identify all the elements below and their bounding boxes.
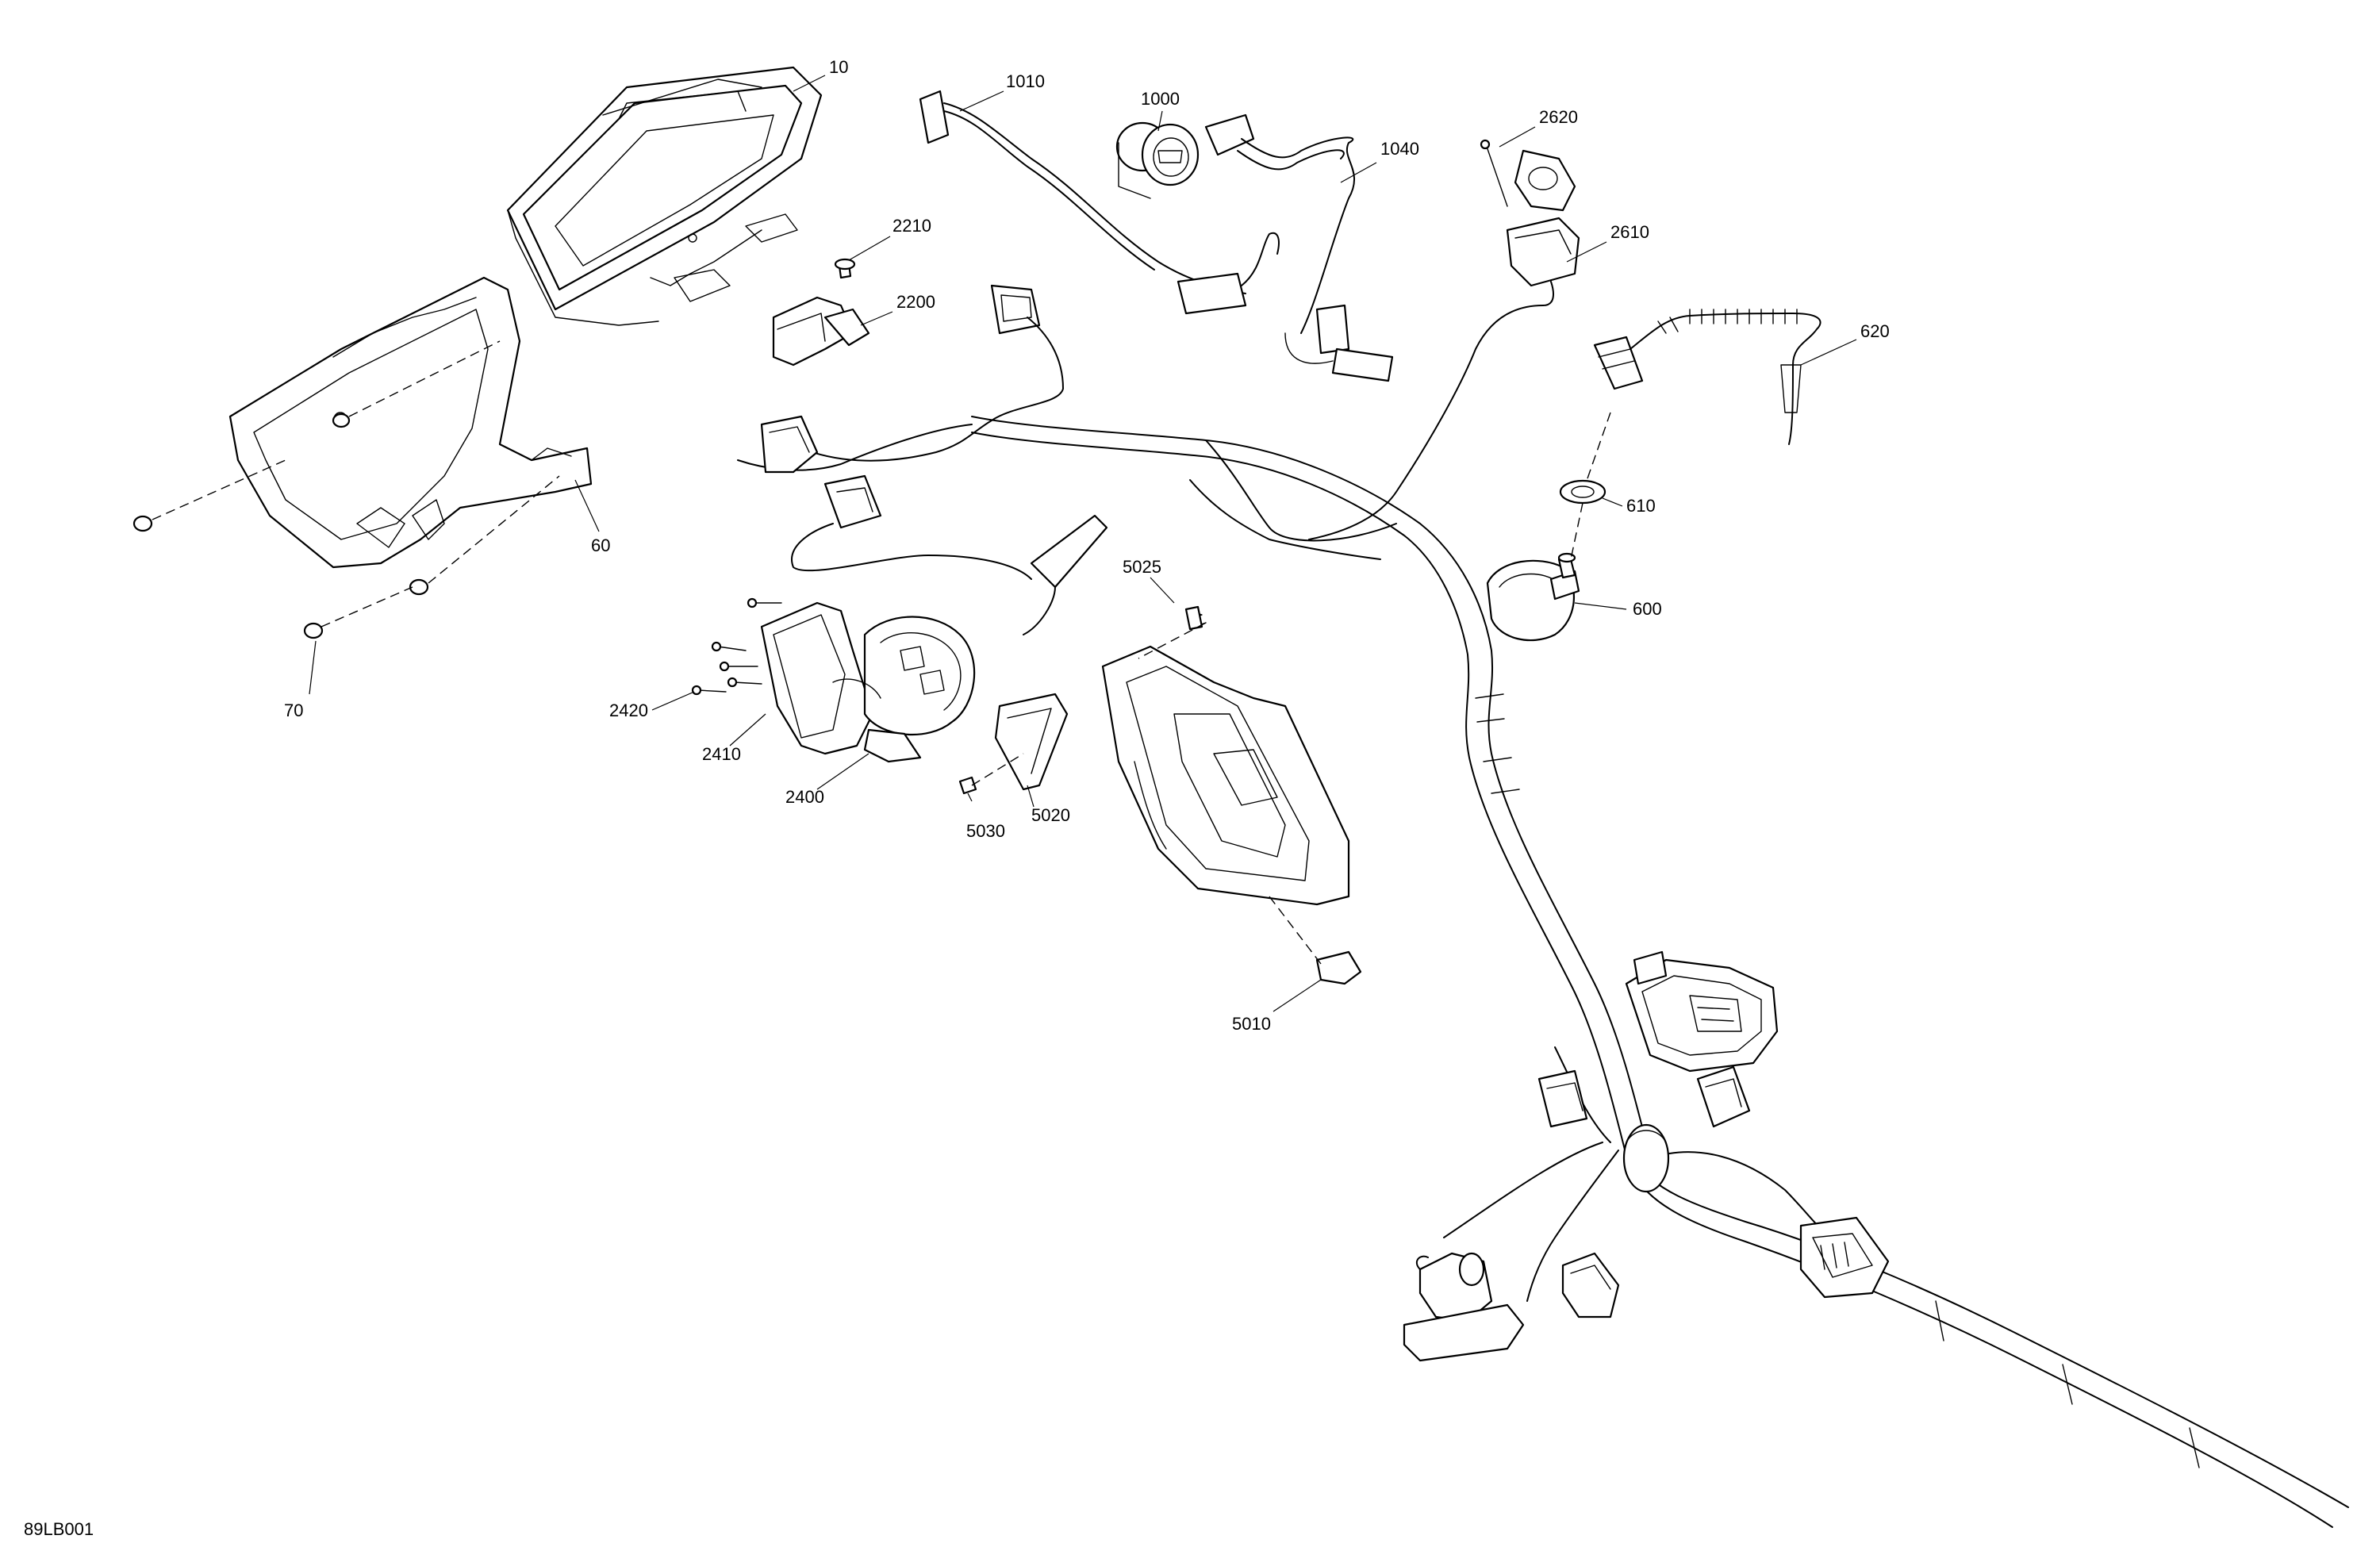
callout-1040: 1040 bbox=[1380, 139, 1419, 159]
callout-2400: 2400 bbox=[785, 787, 824, 807]
callout-leaders bbox=[309, 75, 1857, 1012]
callout-620: 620 bbox=[1860, 321, 1890, 341]
screw-70-group bbox=[132, 340, 560, 639]
callout-2620: 2620 bbox=[1539, 107, 1578, 127]
callout-5010: 5010 bbox=[1232, 1014, 1271, 1034]
ignition-switch-600 bbox=[1486, 412, 1627, 642]
callout-labels: 10 1010 1000 1040 2620 2210 2610 2200 62… bbox=[284, 57, 1890, 1034]
callout-610: 610 bbox=[1626, 496, 1656, 516]
cluster-support-bracket bbox=[228, 276, 593, 569]
callout-5020: 5020 bbox=[1031, 805, 1070, 825]
callout-60: 60 bbox=[591, 535, 610, 555]
callout-2210: 2210 bbox=[892, 216, 931, 236]
tether-cord-620 bbox=[1593, 309, 1821, 445]
starter-solenoid bbox=[1403, 1252, 1525, 1362]
callout-10: 10 bbox=[829, 57, 848, 77]
callout-5025: 5025 bbox=[1123, 557, 1161, 577]
control-module-5000 bbox=[958, 605, 1362, 985]
harness-connector-right bbox=[1696, 1065, 1751, 1128]
harness-1010 bbox=[919, 90, 1280, 315]
relay-2610 bbox=[1308, 139, 1580, 540]
sensor-2200 bbox=[772, 258, 870, 367]
callout-2410: 2410 bbox=[702, 744, 741, 764]
callout-2200: 2200 bbox=[896, 292, 935, 312]
main-wiring-harness bbox=[737, 416, 2349, 1528]
power-outlet-1000 bbox=[1115, 121, 1200, 199]
drawing-number: 89LB001 bbox=[24, 1519, 94, 1539]
harness-connector-left bbox=[1537, 1069, 1588, 1128]
harness-branch-connectors bbox=[760, 284, 1108, 635]
callout-2420: 2420 bbox=[609, 700, 648, 720]
callout-70: 70 bbox=[284, 700, 303, 720]
harness-connector-bottom bbox=[1561, 1252, 1620, 1318]
fuse-box bbox=[1625, 950, 1779, 1073]
harness-connector-lower-right bbox=[1799, 1216, 1890, 1299]
callout-2610: 2610 bbox=[1610, 222, 1649, 242]
callout-5030: 5030 bbox=[966, 821, 1005, 841]
switch-housing-2400 bbox=[691, 597, 976, 763]
instrument-cluster bbox=[506, 66, 823, 326]
harness-1040 bbox=[1204, 113, 1394, 382]
callout-1000: 1000 bbox=[1141, 89, 1180, 109]
callout-1010: 1010 bbox=[1006, 71, 1045, 91]
screw-2420-group bbox=[691, 597, 782, 696]
callout-600: 600 bbox=[1633, 599, 1662, 619]
